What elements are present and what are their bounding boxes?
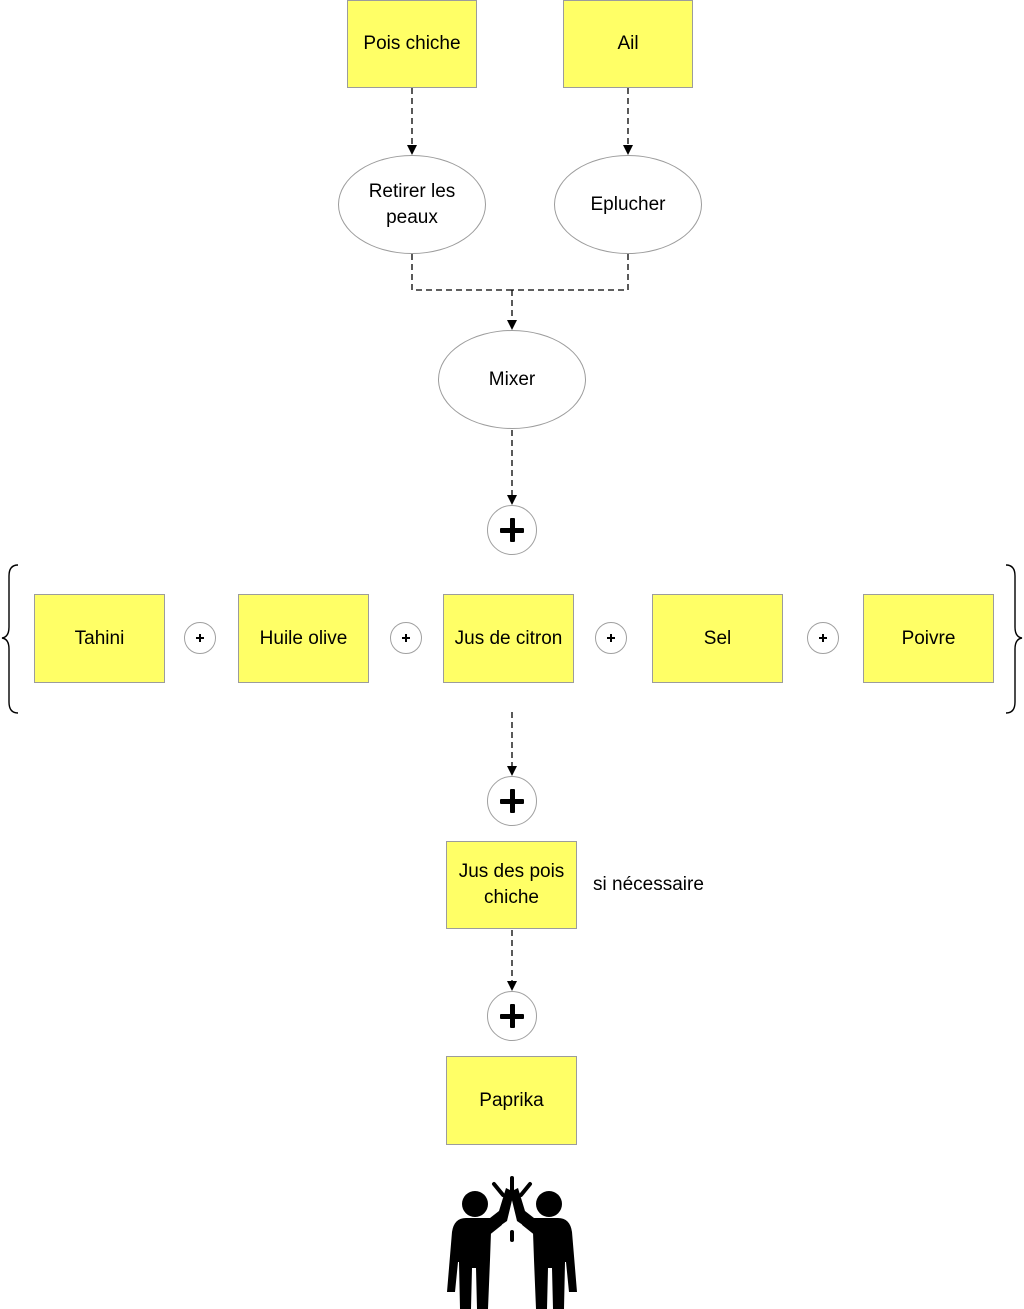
node-tahini: Tahini bbox=[34, 594, 165, 683]
node-jus-de-citron: Jus de citron bbox=[443, 594, 574, 683]
node-label: Huile olive bbox=[259, 627, 348, 649]
node-pois-chiche: Pois chiche bbox=[347, 0, 477, 88]
right-brace bbox=[1005, 564, 1023, 714]
node-label: Paprika bbox=[479, 1089, 544, 1111]
step-label: Retirer les peaux bbox=[368, 180, 456, 228]
plus-icon bbox=[390, 622, 422, 654]
step-label: Eplucher bbox=[590, 193, 666, 215]
annotation-si-necessaire: si nécessaire bbox=[593, 874, 704, 895]
plus-icon bbox=[595, 622, 627, 654]
node-jus-des-pois-chiche: Jus des pois chiche bbox=[446, 841, 577, 929]
step-eplucher: Eplucher bbox=[554, 155, 702, 254]
connector-retirer-merge bbox=[411, 254, 512, 291]
left-brace bbox=[1, 564, 19, 714]
node-poivre: Poivre bbox=[863, 594, 994, 683]
node-ail: Ail bbox=[563, 0, 693, 88]
high-five-icon bbox=[447, 1176, 577, 1309]
plus-icon bbox=[184, 622, 216, 654]
plus-icon bbox=[487, 991, 537, 1041]
node-paprika: Paprika bbox=[446, 1056, 577, 1145]
step-label: Mixer bbox=[488, 368, 536, 390]
plus-icon bbox=[487, 776, 537, 826]
node-label: Jus des pois chiche bbox=[458, 861, 565, 908]
node-sel: Sel bbox=[652, 594, 783, 683]
node-huile-olive: Huile olive bbox=[238, 594, 369, 683]
node-label: Sel bbox=[703, 627, 732, 649]
step-retirer-peaux: Retirer les peaux bbox=[338, 155, 486, 254]
node-label: Poivre bbox=[901, 627, 956, 649]
node-label: Jus de citron bbox=[454, 627, 563, 649]
plus-icon bbox=[807, 622, 839, 654]
step-mixer: Mixer bbox=[438, 330, 586, 429]
connector-eplucher-merge bbox=[512, 254, 629, 291]
node-label: Ail bbox=[617, 33, 639, 54]
node-label: Pois chiche bbox=[363, 33, 461, 54]
node-label: Tahini bbox=[74, 627, 125, 649]
plus-icon bbox=[487, 505, 537, 555]
